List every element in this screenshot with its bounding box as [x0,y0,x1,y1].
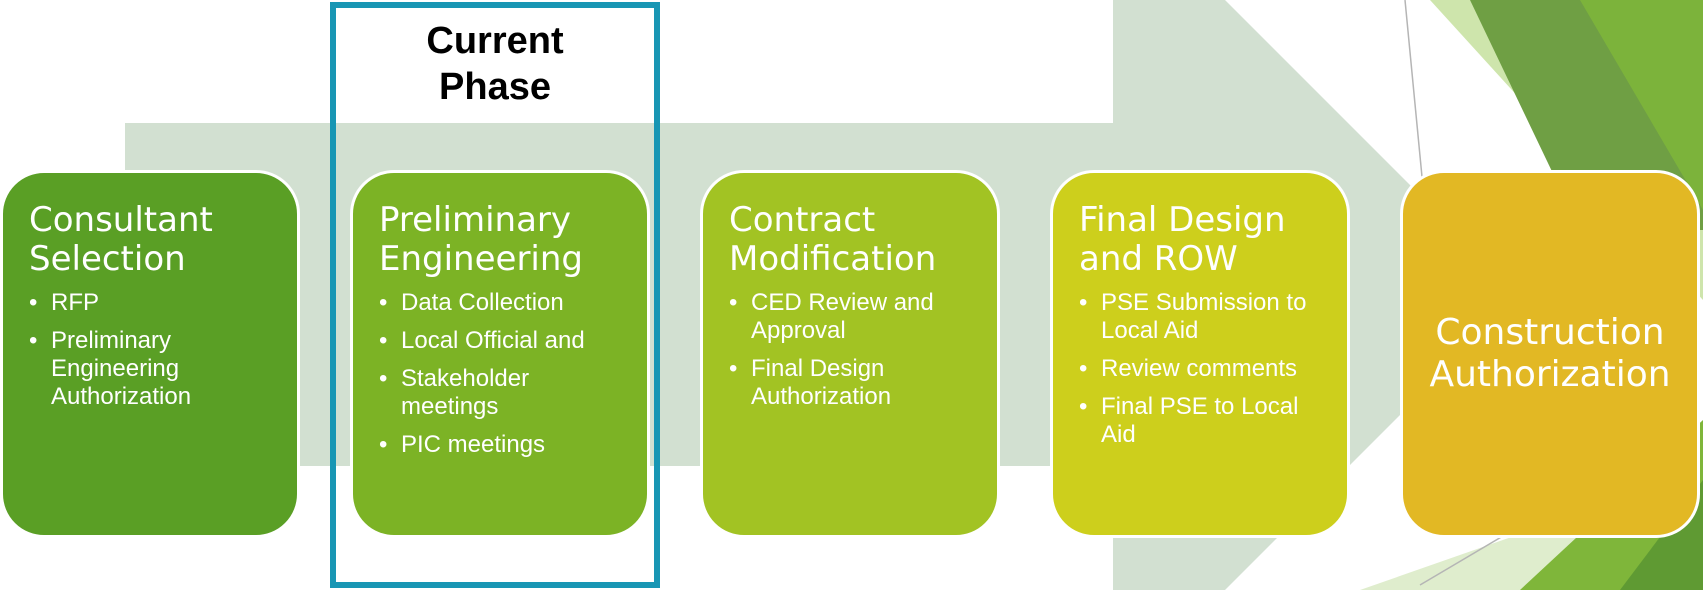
current-phase-label: Current Phase [426,20,564,108]
phase-construction-authorization: Construction Authorization [1400,170,1700,538]
bullet-item: Final Design Authorization [729,355,975,411]
phase-title: Preliminary Engineering [379,200,583,279]
bullet-item: Review comments [1079,355,1325,383]
bullet-item: Local Official and [379,327,625,355]
bullet-item: Data Collection [379,289,625,317]
phase-bullets: CED Review and Approval Final Design Aut… [729,289,975,411]
phase-bullets: PSE Submission to Local Aid Review comme… [1079,289,1325,449]
bullet-item: Stakeholder meetings [379,365,625,421]
phase-title: Consultant Selection [29,200,213,279]
phase-bullets: RFP Preliminary Engineering Authorizatio… [29,289,275,411]
bullet-item: Final PSE to Local Aid [1079,393,1325,449]
bullet-item: RFP [29,289,275,317]
phase-bullets: Data Collection Local Official and Stake… [379,289,625,459]
bullet-item: Preliminary Engineering Authorization [29,327,275,411]
bullet-item: PIC meetings [379,431,625,459]
phase-title: Contract Modification [729,200,937,279]
phase-final-design-and-row: Final Design and ROW PSE Submission to L… [1050,170,1350,538]
phase-consultant-selection: Consultant Selection RFP Preliminary Eng… [0,170,300,538]
bullet-item: CED Review and Approval [729,289,975,345]
phase-preliminary-engineering: Preliminary Engineering Data Collection … [350,170,650,538]
bullet-item: PSE Submission to Local Aid [1079,289,1325,345]
current-phase-highlight [330,2,660,588]
phase-title: Final Design and ROW [1079,200,1286,279]
phase-title: Construction Authorization [1429,312,1671,395]
phase-contract-modification: Contract Modification CED Review and App… [700,170,1000,538]
